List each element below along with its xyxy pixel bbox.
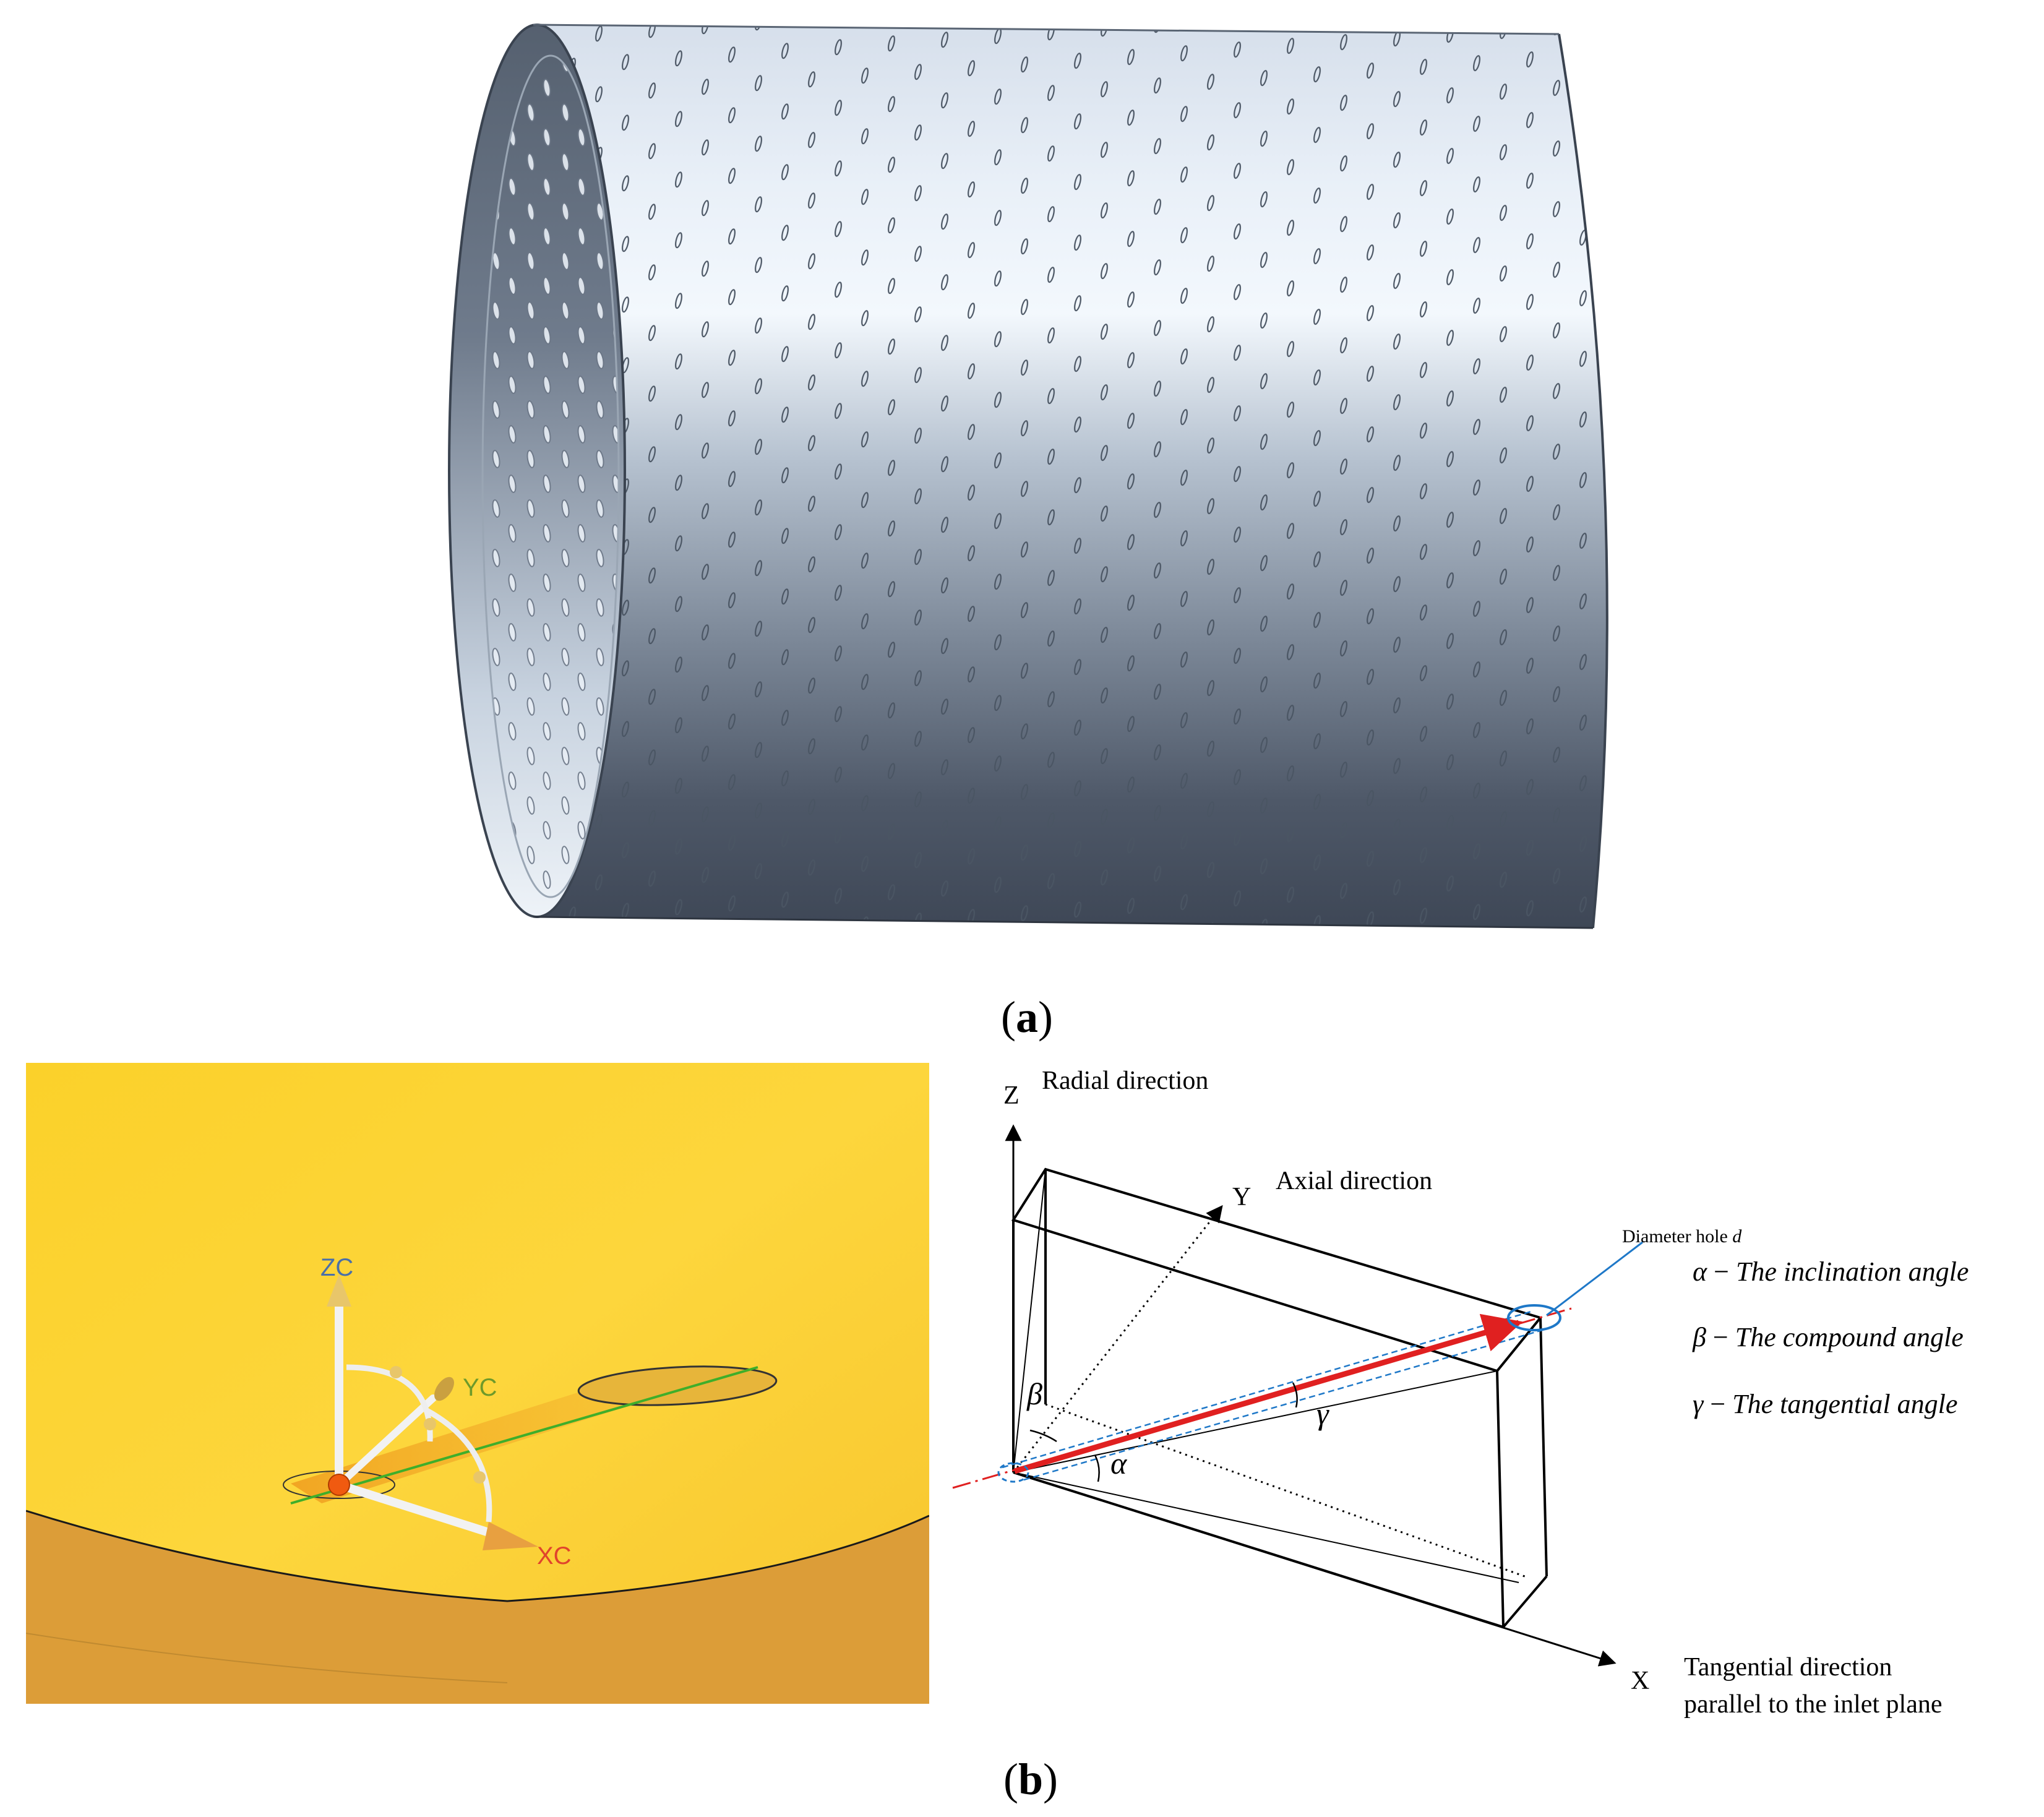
- axis-label-xc: XC: [537, 1542, 572, 1570]
- svg-text:γ − The tangential angle: γ − The tangential angle: [1693, 1389, 1957, 1419]
- diameter-hole-label: Diameter hole d: [1622, 1226, 1742, 1247]
- panel-b-label: (b): [1003, 1755, 1058, 1804]
- axis-label-zc: ZC: [320, 1254, 353, 1281]
- cad-hole-view: ZC YC XC: [26, 1063, 929, 1704]
- alpha-symbol: α: [1110, 1446, 1128, 1480]
- cad-liner-edge: [26, 1511, 929, 1704]
- svg-text:α − The inclination angle: α − The inclination angle: [1693, 1256, 1969, 1287]
- axis-label-y: Y: [1232, 1183, 1251, 1211]
- beta-symbol: β: [1026, 1377, 1042, 1411]
- perforated-liner-cylinder: [448, 24, 1608, 929]
- panel-a-label: (a): [1001, 992, 1053, 1042]
- axis-label-yc: YC: [463, 1374, 497, 1401]
- axis-y-line: [1012, 1205, 1223, 1473]
- hole-exit-ellipse: [1507, 1304, 1561, 1331]
- angle-schematic: β γ α Z Radial direction Y Axial directi…: [952, 1067, 1969, 1719]
- xc-arrowhead: [483, 1522, 538, 1550]
- svg-text:β − The compound angle: β − The compound angle: [1692, 1322, 1964, 1352]
- cad-hole-passage: [291, 1380, 650, 1503]
- axial-direction-label: Axial direction: [1276, 1167, 1432, 1195]
- zc-arrowhead: [327, 1274, 351, 1307]
- cad-origin-point: [328, 1474, 350, 1496]
- axis-label-x: X: [1631, 1667, 1649, 1695]
- axis-label-z: Z: [1003, 1081, 1020, 1110]
- gamma-symbol: γ: [1316, 1396, 1329, 1431]
- hole-walls: [1002, 1310, 1547, 1481]
- hole-inlet-ellipse: [997, 1462, 1029, 1483]
- tangential-direction-sublabel: parallel to the inlet plane: [1684, 1690, 1943, 1719]
- angle-legend: α − The inclination angle β − The compou…: [1692, 1256, 1969, 1419]
- tangential-direction-label: Tangential direction: [1684, 1653, 1892, 1682]
- radial-direction-label: Radial direction: [1042, 1067, 1208, 1095]
